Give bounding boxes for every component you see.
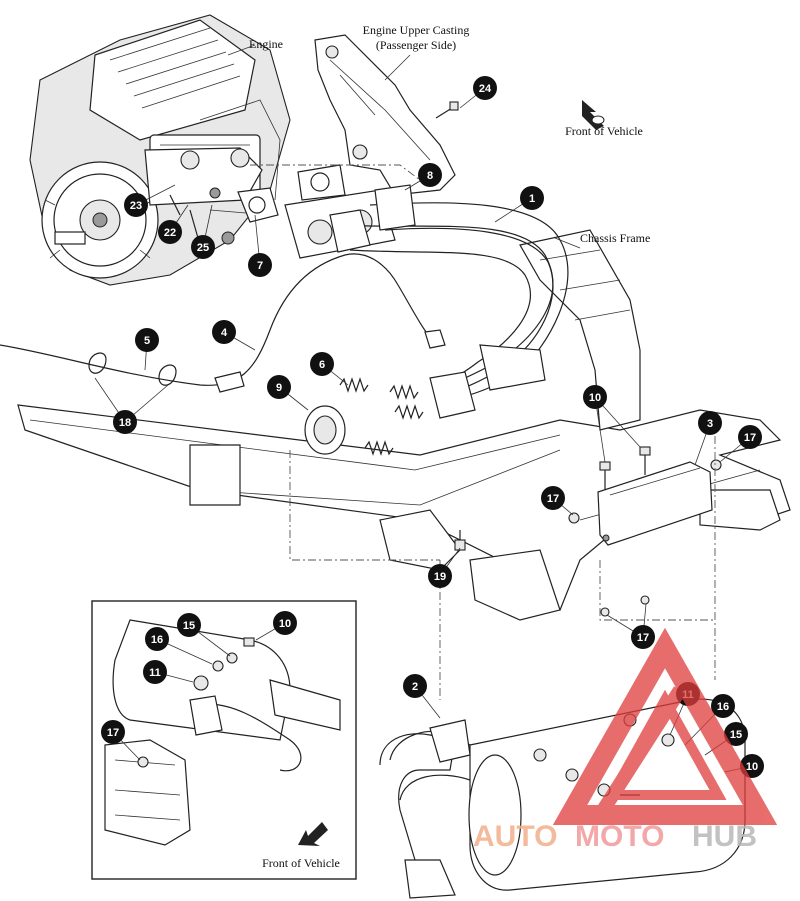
svg-text:3: 3 bbox=[707, 418, 713, 430]
svg-text:11: 11 bbox=[149, 667, 161, 679]
callout-23: 23 bbox=[124, 193, 148, 217]
callout-22: 22 bbox=[158, 220, 182, 244]
svg-text:HUB: HUB bbox=[692, 820, 757, 853]
chassis-frame-label: Chassis Frame bbox=[580, 231, 650, 245]
callout-15-a: 15 bbox=[177, 613, 201, 637]
seal-ring bbox=[304, 405, 346, 455]
svg-text:16: 16 bbox=[717, 701, 729, 713]
svg-text:17: 17 bbox=[547, 493, 559, 505]
callout-16-b: 16 bbox=[711, 694, 735, 718]
callout-6: 6 bbox=[310, 352, 334, 376]
chassis-frame bbox=[17, 229, 791, 621]
callout-10-b: 10 bbox=[273, 611, 297, 635]
callout-2: 2 bbox=[403, 674, 427, 698]
svg-text:MOTO: MOTO bbox=[575, 820, 664, 853]
svg-text:25: 25 bbox=[197, 242, 209, 254]
svg-text:16: 16 bbox=[151, 634, 163, 646]
svg-text:6: 6 bbox=[319, 359, 325, 371]
callout-17-a: 17 bbox=[738, 425, 762, 449]
heat-shield bbox=[597, 461, 713, 546]
svg-text:9: 9 bbox=[276, 382, 282, 394]
svg-text:15: 15 bbox=[183, 620, 195, 632]
springs bbox=[339, 377, 424, 456]
front-arrow-top bbox=[582, 100, 605, 130]
alignment-lines bbox=[250, 164, 716, 700]
front-arrow-inset bbox=[298, 822, 328, 846]
svg-text:8: 8 bbox=[427, 170, 433, 182]
oxygen-sensor-harness bbox=[0, 253, 446, 393]
svg-text:17: 17 bbox=[107, 727, 119, 739]
casting-label-line1: Engine Upper Casting bbox=[363, 23, 470, 37]
casting-label-line2: (Passenger Side) bbox=[376, 38, 456, 52]
watermark-logo bbox=[552, 627, 778, 825]
svg-text:5: 5 bbox=[144, 335, 150, 347]
svg-text:22: 22 bbox=[164, 227, 176, 239]
callout-5: 5 bbox=[135, 328, 159, 352]
callout-25: 25 bbox=[191, 235, 215, 259]
svg-text:24: 24 bbox=[479, 83, 492, 95]
callout-17-d: 17 bbox=[101, 720, 125, 744]
svg-text:17: 17 bbox=[637, 632, 649, 644]
svg-text:4: 4 bbox=[221, 327, 228, 339]
callout-24: 24 bbox=[473, 76, 497, 100]
engine-illustration bbox=[29, 14, 291, 286]
callout-15-b: 15 bbox=[724, 722, 748, 746]
callout-8: 8 bbox=[418, 163, 442, 187]
svg-text:10: 10 bbox=[589, 392, 601, 404]
watermark-text: AUTO MOTO HUB bbox=[473, 820, 757, 853]
engine-label: Engine bbox=[249, 37, 283, 51]
svg-text:10: 10 bbox=[746, 761, 758, 773]
callout-4: 4 bbox=[212, 320, 236, 344]
svg-text:10: 10 bbox=[279, 618, 291, 630]
callout-17-c: 17 bbox=[631, 625, 655, 649]
svg-text:2: 2 bbox=[412, 681, 418, 693]
svg-text:19: 19 bbox=[434, 571, 446, 583]
front-of-vehicle-label-inset: Front of Vehicle bbox=[262, 856, 340, 870]
exhaust-pipe bbox=[329, 184, 569, 419]
callout-3: 3 bbox=[698, 411, 722, 435]
fasteners bbox=[435, 101, 722, 617]
callout-10-a: 10 bbox=[583, 385, 607, 409]
callout-19: 19 bbox=[428, 564, 452, 588]
callout-1: 1 bbox=[520, 186, 544, 210]
svg-text:17: 17 bbox=[744, 432, 756, 444]
callout-17-b: 17 bbox=[541, 486, 565, 510]
svg-text:18: 18 bbox=[119, 417, 131, 429]
svg-text:7: 7 bbox=[257, 260, 263, 272]
front-of-vehicle-label-top: Front of Vehicle bbox=[565, 124, 643, 138]
svg-text:15: 15 bbox=[730, 729, 742, 741]
svg-text:1: 1 bbox=[529, 193, 535, 205]
svg-text:AUTO: AUTO bbox=[473, 820, 557, 853]
callout-11-a: 11 bbox=[143, 660, 167, 684]
svg-text:23: 23 bbox=[130, 200, 142, 212]
callout-16-a: 16 bbox=[145, 627, 169, 651]
callout-7: 7 bbox=[248, 253, 272, 277]
callout-18: 18 bbox=[113, 410, 137, 434]
callout-9: 9 bbox=[267, 375, 291, 399]
